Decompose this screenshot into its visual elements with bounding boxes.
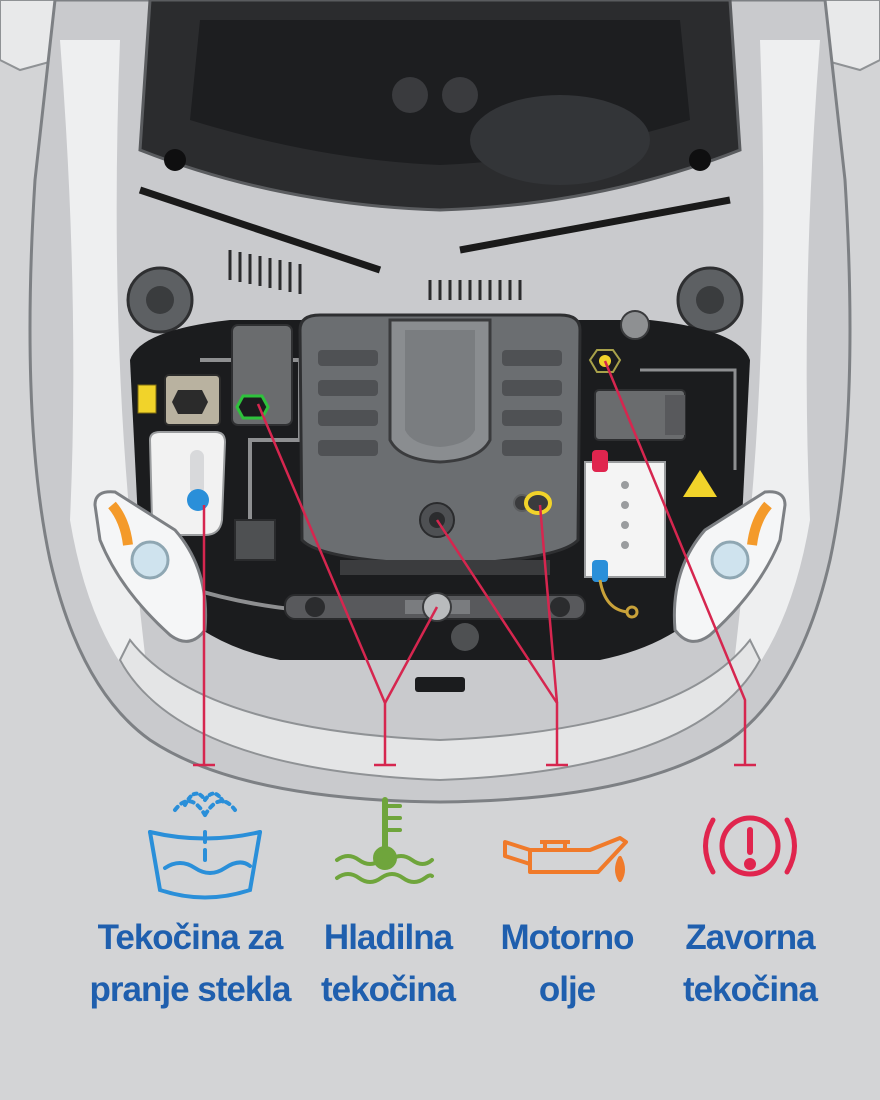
- brake-warning-icon: [703, 815, 797, 877]
- coolant-temperature-icon: [335, 797, 434, 884]
- oil-dipstick: [524, 491, 552, 515]
- coolant-cap: [235, 394, 270, 420]
- leader-line-coolant-b: [383, 606, 439, 704]
- label-line-1: Motorno: [500, 918, 635, 957]
- cabin: [126, 0, 744, 334]
- battery-positive-terminal: [592, 450, 608, 472]
- leader-lines: [193, 360, 756, 767]
- cowl-vent-right: [428, 280, 522, 300]
- label-windshield-washer-fluid: Tekočina za pranje stekla: [80, 912, 300, 1016]
- label-line-1: Hladilna: [323, 918, 453, 957]
- label-coolant: Hladilna tekočina: [278, 912, 498, 1016]
- label-brake-fluid: Zavorna tekočina: [640, 912, 860, 1016]
- label-line-2: tekočina: [321, 970, 456, 1009]
- battery-negative-terminal: [592, 560, 608, 582]
- warning-triangle-icon: [683, 470, 717, 497]
- washer-cap: [187, 489, 209, 511]
- cowl-vent-left: [228, 250, 302, 294]
- left-wiper: [138, 186, 382, 274]
- label-line-1: Tekočina za: [97, 918, 284, 957]
- leader-line-brake: [603, 360, 747, 765]
- right-wiper: [459, 196, 731, 254]
- label-line-1: Zavorna: [685, 918, 815, 957]
- windshield-washer-icon: [148, 791, 262, 900]
- leader-line-oil-b: [538, 504, 559, 704]
- label-line-2: pranje stekla: [89, 970, 292, 1009]
- label-line-2: tekočina: [683, 970, 818, 1009]
- engine-bay: [93, 310, 787, 692]
- label-engine-oil: Motorno olje: [457, 912, 677, 1016]
- label-line-2: olje: [538, 970, 596, 1009]
- front-bumper: [118, 638, 762, 782]
- oil-can-icon: [503, 836, 628, 882]
